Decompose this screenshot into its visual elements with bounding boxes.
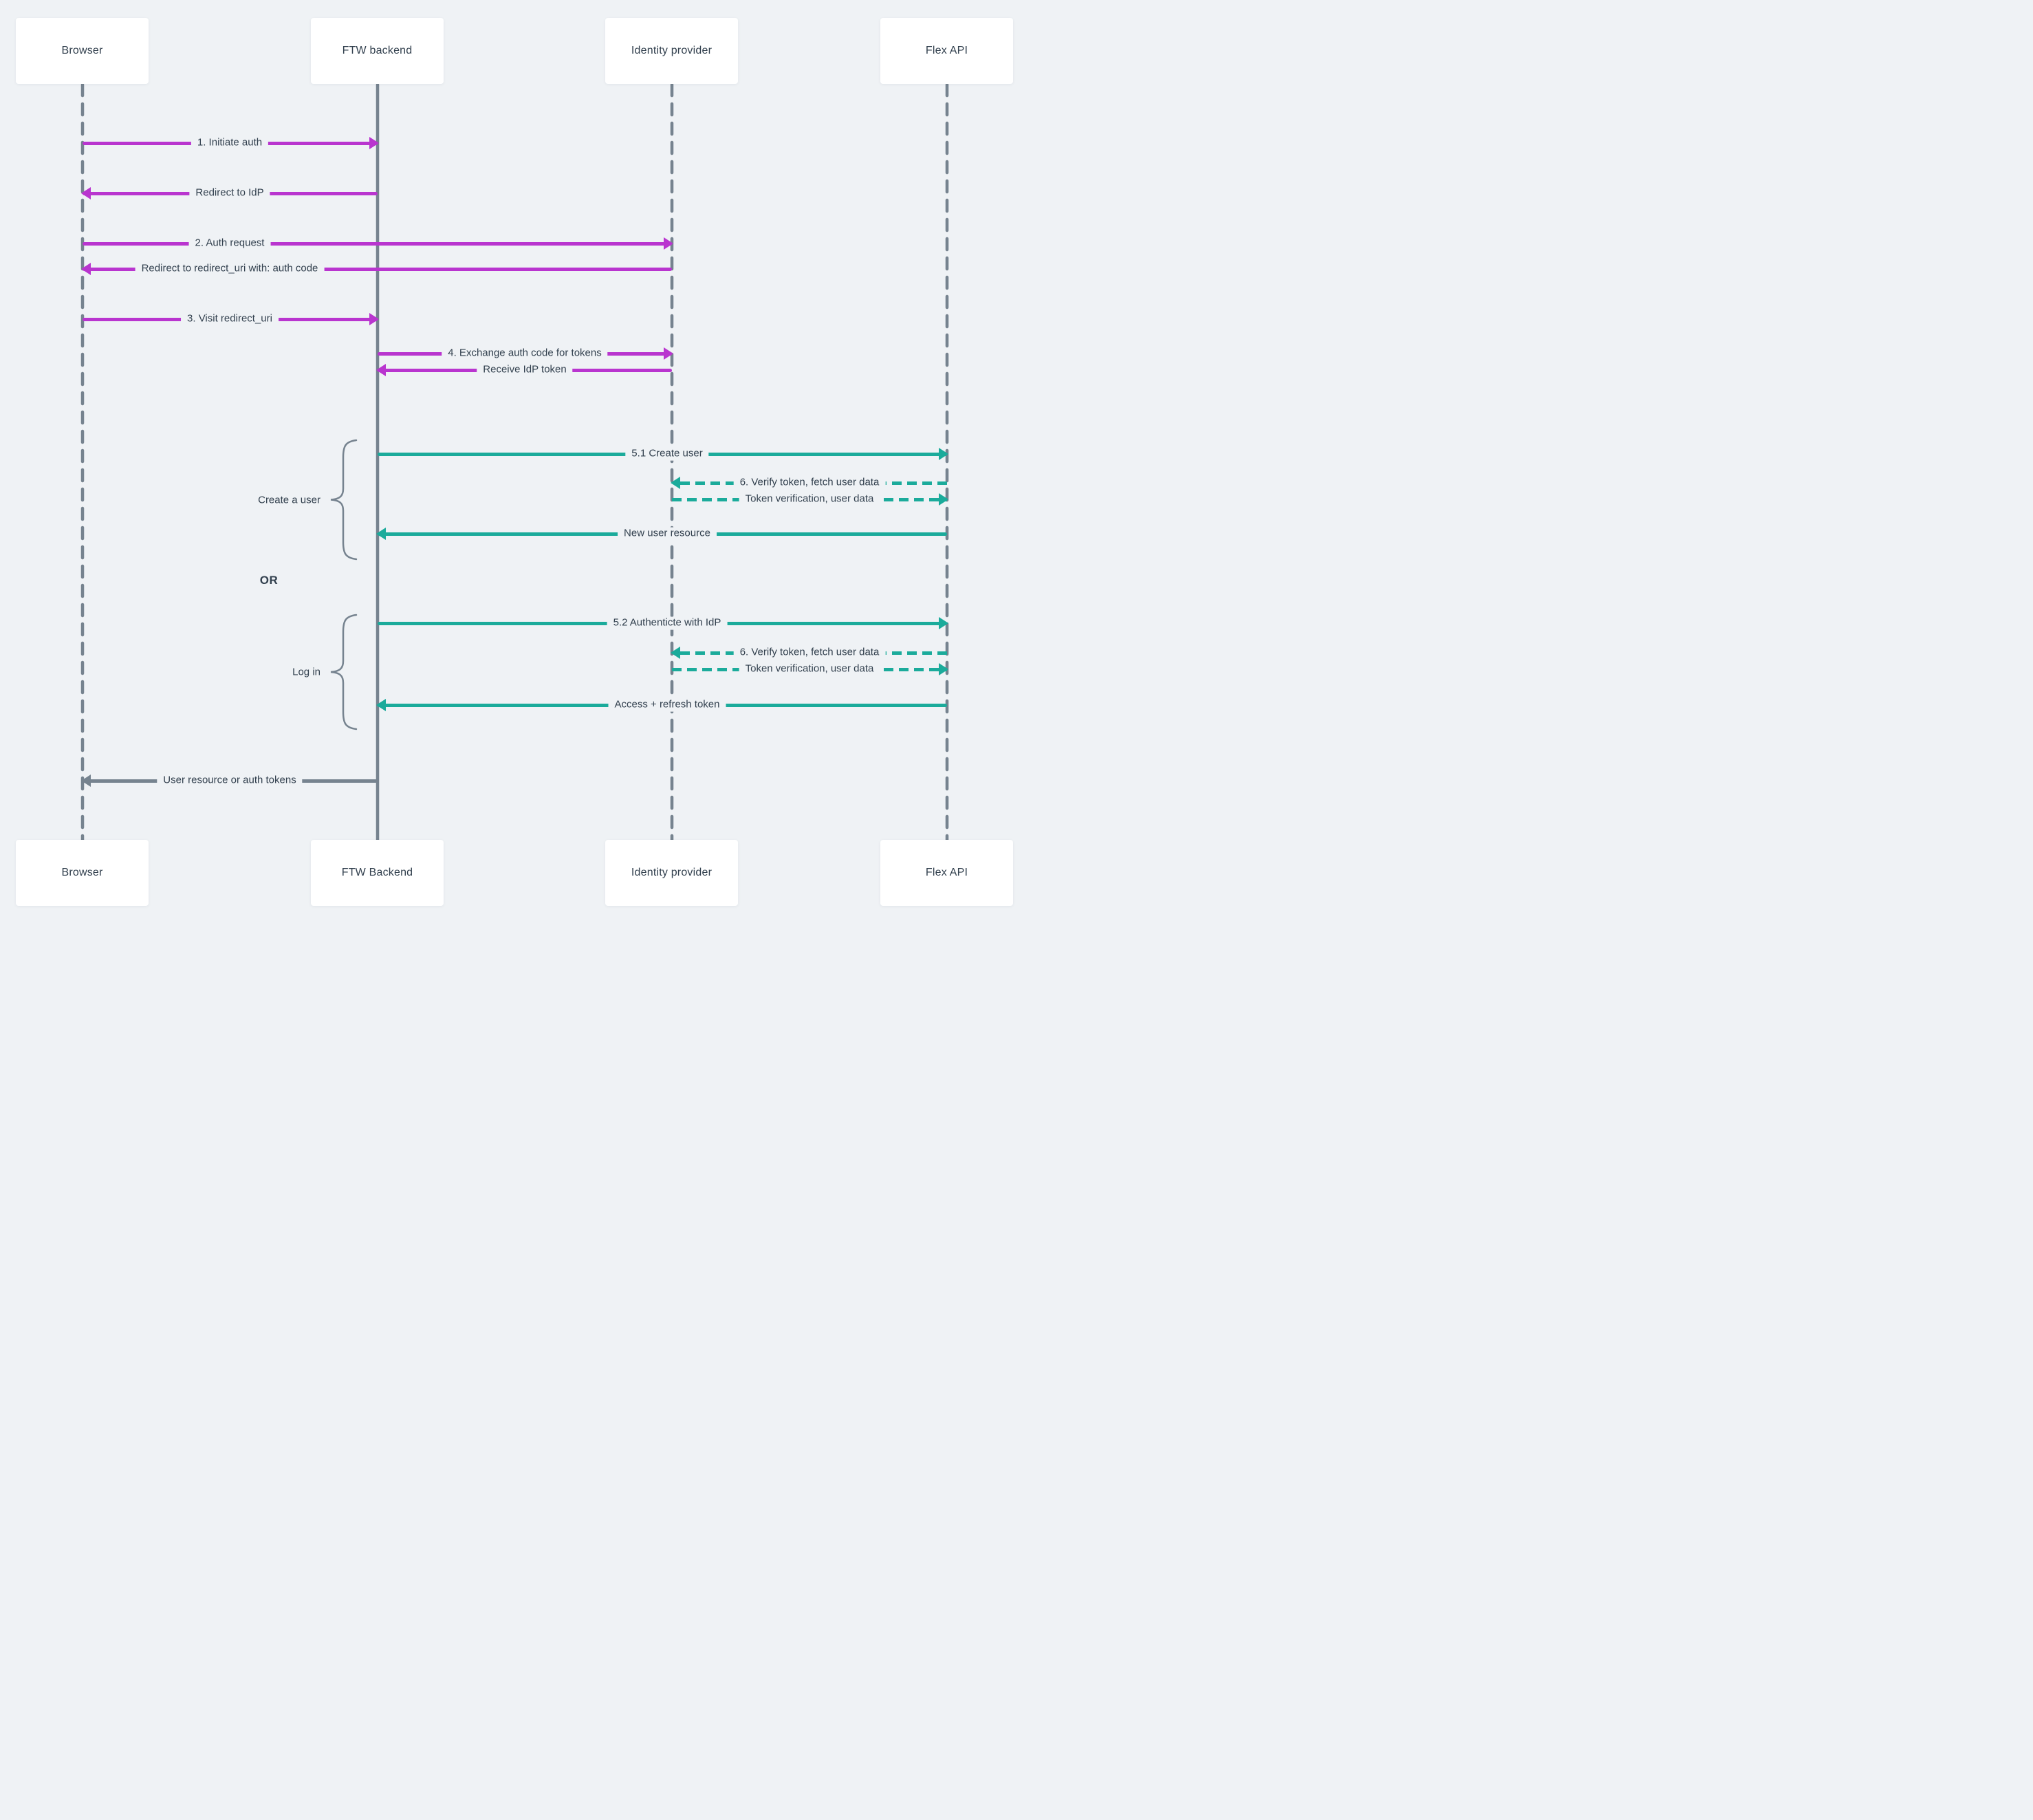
arrowhead-right-icon: [939, 617, 948, 629]
arrowhead-left-icon: [376, 528, 386, 540]
arrowhead-left-icon: [81, 263, 91, 275]
arrowhead-right-icon: [664, 237, 673, 250]
message-label: Access + refresh token: [608, 698, 726, 712]
participant-flex-api-top: Flex API: [880, 18, 1013, 84]
message-label: 2. Auth request: [188, 237, 271, 250]
message-label: Token verification, user data: [739, 662, 880, 676]
participant-flex-api-bottom: Flex API: [880, 840, 1013, 906]
message-label: Redirect to redirect_uri with: auth code: [135, 262, 325, 276]
arrowhead-right-icon: [939, 448, 948, 460]
arrowhead-left-icon: [376, 364, 386, 376]
participant-ftw-backend-bottom: FTW Backend: [311, 840, 444, 906]
arrowhead-right-icon: [664, 347, 673, 360]
message-label: 1. Initiate auth: [191, 136, 269, 150]
arrowhead-right-icon: [369, 137, 379, 149]
message-label: 4. Exchange auth code for tokens: [442, 347, 608, 360]
arrow-line: [83, 241, 672, 246]
participant-browser-bottom: Browser: [16, 840, 149, 906]
message-label: New user resource: [618, 527, 717, 541]
participant-identity-provider-top: Identity provider: [605, 18, 738, 84]
sequence-diagram: Browser FTW backend Identity provider Fl…: [0, 0, 1017, 910]
group-label-log-in: Log in: [292, 666, 320, 678]
arrow-line: [83, 267, 672, 271]
group-label-create-user: Create a user: [258, 494, 320, 506]
message-label: Receive IdP token: [477, 363, 573, 377]
arrowhead-left-icon: [671, 647, 680, 659]
arrowhead-right-icon: [939, 663, 948, 675]
message-label: 3. Visit redirect_uri: [181, 312, 279, 326]
message-label: 5.1 Create user: [625, 447, 709, 461]
participant-browser-top: Browser: [16, 18, 149, 84]
arrowhead-left-icon: [81, 187, 91, 199]
message-label: 6. Verify token, fetch user data: [733, 476, 886, 490]
arrowhead-right-icon: [939, 493, 948, 506]
message-label: User resource or auth tokens: [157, 774, 303, 788]
create-user-brace: [330, 439, 358, 561]
arrowhead-left-icon: [376, 699, 386, 711]
participant-identity-provider-bottom: Identity provider: [605, 840, 738, 906]
message-label: Token verification, user data: [739, 492, 880, 506]
or-label: OR: [259, 574, 279, 587]
message-label: 5.2 Authenticte with IdP: [607, 616, 728, 630]
arrowhead-left-icon: [671, 477, 680, 489]
message-label: Redirect to IdP: [189, 186, 270, 200]
log-in-brace: [330, 614, 358, 730]
participant-ftw-backend-top: FTW backend: [311, 18, 444, 84]
arrowhead-right-icon: [369, 313, 379, 325]
message-label: 6. Verify token, fetch user data: [733, 646, 886, 660]
arrowhead-left-icon: [81, 774, 91, 787]
